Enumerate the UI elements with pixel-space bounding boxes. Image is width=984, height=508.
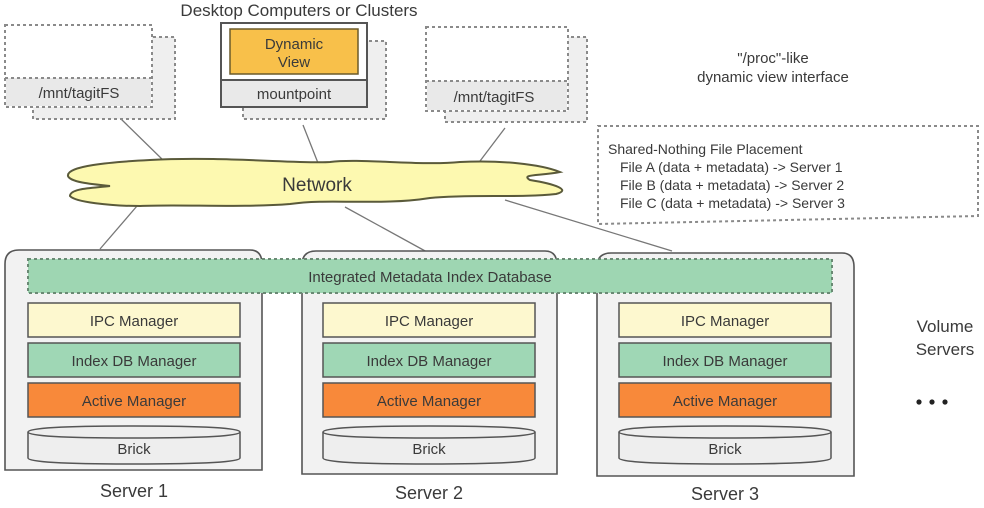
brick-cylinder [322,425,536,465]
volume-servers-line2: Servers [916,340,975,359]
dynamic-view-label-line1: Dynamic [265,36,324,53]
active-manager-box [27,382,241,418]
client-1-mount-label: /mnt/tagitFS [39,85,120,102]
server-2-stack: IPC Manager Index DB Manager Active Mana… [322,302,536,503]
active-manager-label: Active Manager [82,393,186,410]
active-manager-box [618,382,832,418]
active-manager-box [322,382,536,418]
client-3-mount-tab [427,81,567,110]
network-cloud-shape [67,157,564,208]
proc-note-line1: "/proc"-like [737,50,809,67]
client-2: Dynamic View mountpoint [220,22,387,120]
placement-line-2: File B (data + metadata) -> Server 2 [620,177,844,193]
ipc-manager-box [27,302,241,338]
ipc-manager-label: IPC Manager [385,313,473,330]
placement-note-box [597,125,979,226]
brick-cylinder [27,425,241,465]
brick-label: Brick [117,441,151,458]
ipc-manager-label: IPC Manager [681,313,769,330]
server-3-stack: IPC Manager Index DB Manager Active Mana… [618,302,832,504]
server-1-stack: IPC Manager Index DB Manager Active Mana… [27,302,241,501]
index-db-manager-box [27,342,241,378]
client-2-mount-label: mountpoint [257,86,332,103]
placement-line-3: File C (data + metadata) -> Server 3 [620,195,845,211]
index-db-manager-label: Index DB Manager [662,353,787,370]
index-db-manager-box [618,342,832,378]
metadata-db-band [27,258,833,294]
client-2-mount-tab [222,80,366,106]
active-manager-label: Active Manager [377,393,481,410]
metadata-db-label: Integrated Metadata Index Database [308,269,552,286]
link-client2-network [302,124,319,164]
client-3: /mnt/tagitFS [425,26,588,123]
ipc-manager-box [322,302,536,338]
dynamic-view-label-line2: View [278,54,310,71]
network-label: Network [282,175,352,196]
dynamic-view-box [229,28,359,75]
index-db-manager-label: Index DB Manager [71,353,196,370]
active-manager-label: Active Manager [673,393,777,410]
network-cloud: Network [67,157,564,208]
link-network-server3 [504,199,673,252]
brick-cylinder [618,425,832,465]
ellipsis-icon [916,399,948,405]
diagram-title: Desktop Computers or Clusters [180,1,417,20]
proc-note-line2: dynamic view interface [697,69,849,86]
brick-label: Brick [412,441,446,458]
server-1-name: Server 1 [100,481,168,501]
placement-note: Shared-Nothing File Placement File A (da… [597,125,979,226]
link-client3-network [476,127,506,166]
connectors [99,117,673,253]
placement-title: Shared-Nothing File Placement [608,141,803,157]
brick-label: Brick [708,441,742,458]
index-db-manager-box [322,342,536,378]
client-1: /mnt/tagitFS [4,24,176,120]
link-network-server1 [99,205,138,250]
client-1-mount-tab [6,78,151,106]
ipc-manager-label: IPC Manager [90,313,178,330]
ipc-manager-box [618,302,832,338]
placement-line-1: File A (data + metadata) -> Server 1 [620,159,843,175]
client-3-mount-label: /mnt/tagitFS [454,89,535,106]
link-client1-network [119,117,167,164]
index-db-manager-label: Index DB Manager [366,353,491,370]
volume-servers-line1: Volume [917,317,974,336]
link-network-server2 [344,206,428,253]
server-3-name: Server 3 [691,484,759,504]
server-2-name: Server 2 [395,483,463,503]
